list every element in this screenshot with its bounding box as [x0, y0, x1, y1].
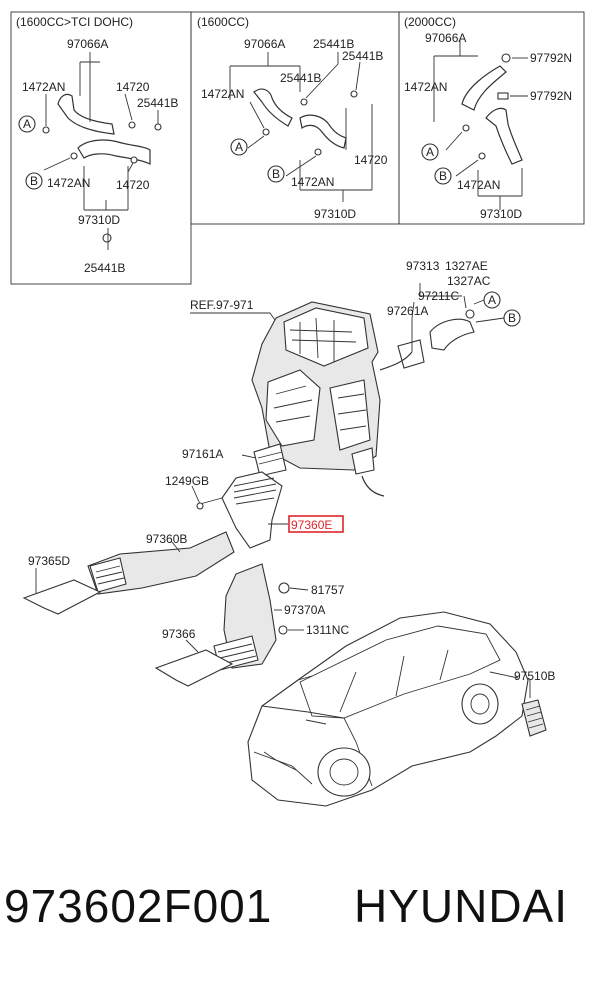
- panel-header: (1600CC): [197, 15, 249, 29]
- label-97366: 97366: [162, 627, 196, 641]
- highlight-box: [288, 515, 344, 533]
- panel-header: (1600CC>TCI DOHC): [16, 15, 133, 29]
- panel-1600cc-tci-dohc: (1600CC>TCI DOHC) A B 97066A 1472AN 1472…: [10, 11, 192, 285]
- label-25441b: 25441B: [313, 37, 354, 51]
- panel-2000cc: (2000CC) A B 97066A 97792N 1472AN 97792N…: [398, 11, 585, 225]
- label-25441b: 25441B: [342, 49, 383, 63]
- label-97792n: 97792N: [530, 89, 572, 103]
- label-1472an: 1472AN: [201, 87, 244, 101]
- rear-heating-duct-97360e: [221, 471, 344, 549]
- label-14720: 14720: [116, 80, 150, 94]
- label-97365d: 97365D: [28, 554, 70, 568]
- label-1472an: 1472AN: [404, 80, 447, 94]
- marker-b: B: [272, 167, 280, 181]
- label-97310d: 97310D: [78, 213, 120, 227]
- label-1472an: 1472AN: [291, 175, 334, 189]
- marker-b: B: [508, 311, 516, 325]
- label-97066a: 97066A: [244, 37, 285, 51]
- label-14720: 14720: [354, 153, 388, 167]
- car-outline: [247, 611, 529, 807]
- rear-duct-97360b: [87, 531, 235, 595]
- marker-a: A: [23, 117, 31, 131]
- label-1327ac: 1327AC: [447, 274, 491, 288]
- label-25441b: 25441B: [137, 96, 178, 110]
- main-exploded-view: REF.97-971 A B: [22, 259, 555, 807]
- marker-a: A: [426, 145, 434, 159]
- label-14720: 14720: [116, 178, 150, 192]
- label-25441b: 25441B: [280, 71, 321, 85]
- panel-1600cc: (1600CC) A B 97066A 25441B 25441B 25441B…: [190, 11, 400, 225]
- label-97161a: 97161A: [182, 447, 223, 461]
- label-97066a: 97066A: [67, 37, 108, 51]
- label-97211c: 97211C: [418, 289, 459, 303]
- vent-97510b: [521, 680, 547, 737]
- label-97792n: 97792N: [530, 51, 572, 65]
- floor-grille-97366: [154, 639, 234, 687]
- label-1472an: 1472AN: [457, 178, 500, 192]
- label-81757: 81757: [311, 583, 345, 597]
- label-25441b: 25441B: [84, 261, 125, 275]
- label-1249gb: 1249GB: [165, 474, 209, 488]
- marker-a: A: [488, 293, 496, 307]
- label-97066a: 97066A: [425, 31, 466, 45]
- label-97310d: 97310D: [480, 207, 522, 221]
- marker-a: A: [235, 140, 243, 154]
- label-1472an: 1472AN: [22, 80, 65, 94]
- label-1472an: 1472AN: [47, 176, 90, 190]
- label-1327ae: 1327AE: [445, 259, 488, 273]
- label-97313: 97313: [406, 259, 440, 273]
- marker-b: B: [30, 174, 38, 188]
- label-97510b: 97510B: [514, 669, 555, 683]
- label-97370a: 97370A: [284, 603, 325, 617]
- floor-grille-97365d: [22, 568, 102, 615]
- label-97310d: 97310D: [314, 207, 356, 221]
- panel-header: (2000CC): [404, 15, 456, 29]
- expansion-valve-bracket: A B: [379, 283, 521, 371]
- label-97360b: 97360B: [146, 532, 187, 546]
- brand-name: HYUNDAI: [354, 880, 568, 932]
- marker-b: B: [439, 169, 447, 183]
- footer: 973602F001 HYUNDAI: [4, 880, 568, 932]
- label-ref: REF.97-971: [190, 298, 254, 312]
- part-number: 973602F001: [4, 880, 272, 932]
- rear-duct-97370a: [213, 563, 282, 671]
- connector-duct: [241, 443, 287, 477]
- label-1311nc: 1311NC: [306, 623, 349, 637]
- heater-unit: [251, 301, 385, 497]
- label-97261a: 97261A: [387, 304, 428, 318]
- label-97360e: 97360E: [291, 518, 332, 532]
